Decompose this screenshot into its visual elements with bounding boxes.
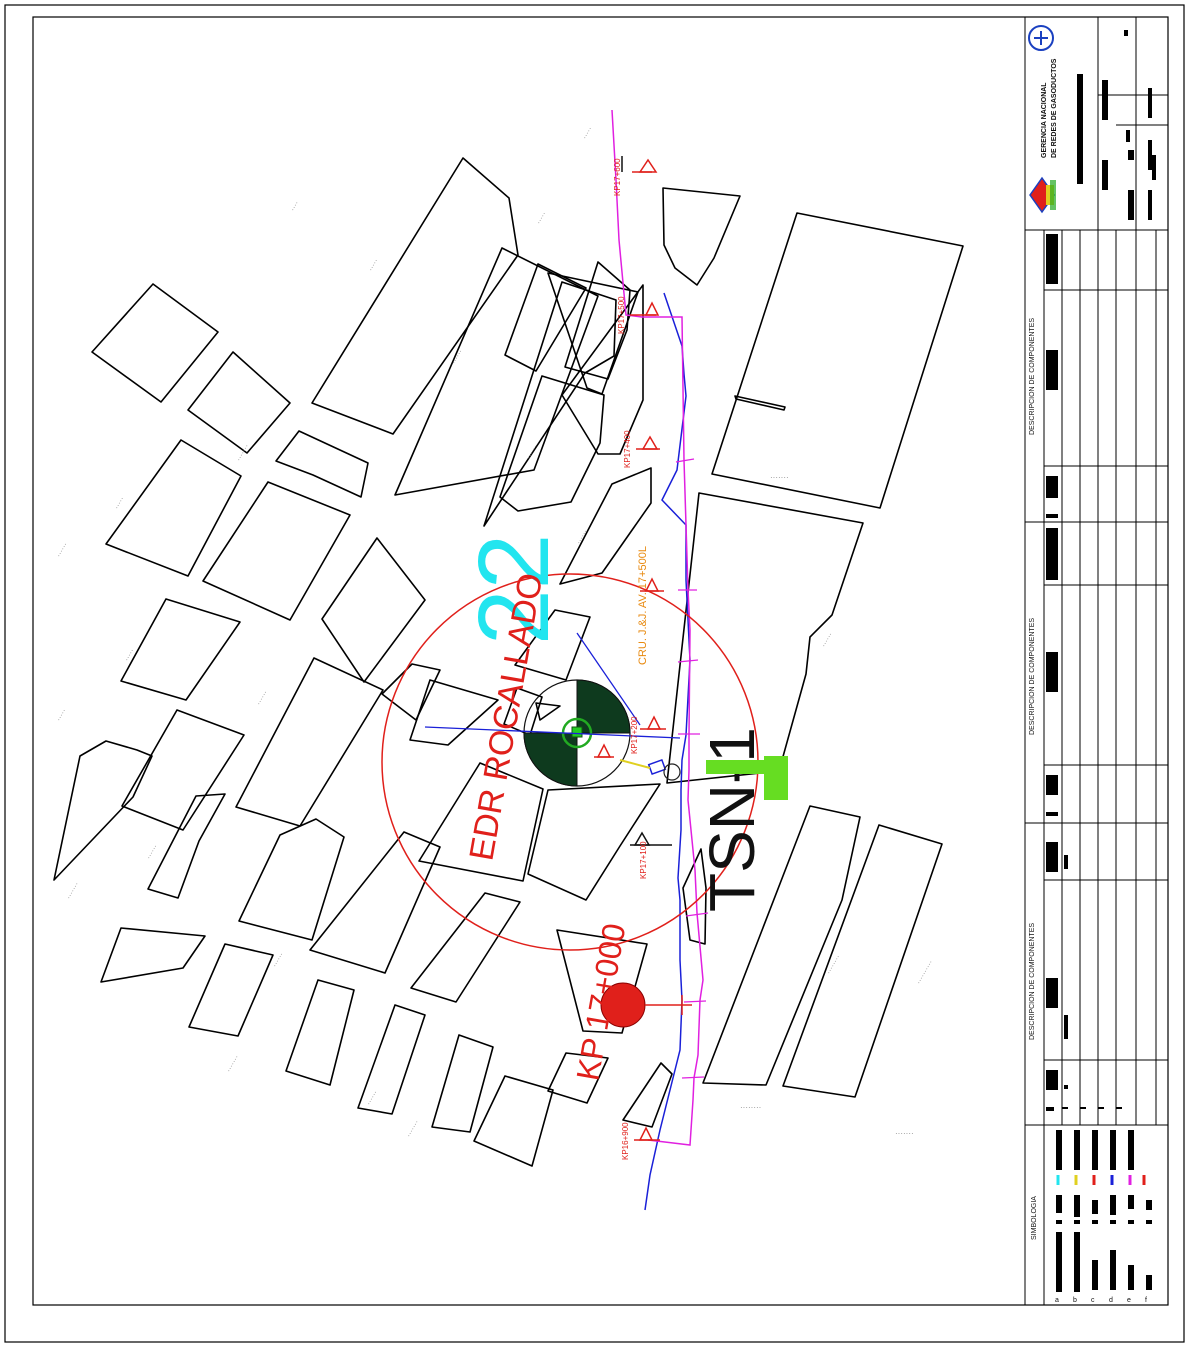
kp-label: KP17+500 bbox=[617, 296, 626, 334]
kp-label: KP17+200 bbox=[630, 716, 639, 754]
magenta-ticks bbox=[675, 458, 709, 1079]
kp-label: KP17+400 bbox=[623, 430, 632, 468]
site-sectors bbox=[523, 679, 631, 787]
org-logo-icon bbox=[1028, 25, 1054, 51]
kp-marker-6: KP17+100 bbox=[630, 831, 672, 879]
kp-label: KP16+900 bbox=[621, 1122, 630, 1160]
desc-header-1: DESCRIPCION DE COMPONENTES bbox=[1029, 318, 1036, 435]
svg-text:··········: ·········· bbox=[914, 958, 935, 986]
blue-branch-2 bbox=[576, 632, 641, 726]
desc-header-2: DESCRIPCION DE COMPONENTES bbox=[1029, 618, 1036, 735]
crossing-label: CRU. J.&J. AV. 17+500L bbox=[637, 546, 649, 665]
svg-text:·····: ····· bbox=[580, 125, 594, 141]
svg-text:·······: ······· bbox=[64, 880, 81, 901]
svg-text:a: a bbox=[1055, 1297, 1059, 1304]
svg-text:e: e bbox=[1127, 1297, 1131, 1304]
svg-text:d: d bbox=[1109, 1297, 1113, 1304]
svg-text:·······: ······· bbox=[770, 473, 789, 482]
city-blocks bbox=[53, 157, 964, 1167]
kp-marker-1: KP17+600 bbox=[613, 156, 658, 196]
desc-header-3: DESCRIPCION DE COMPONENTES bbox=[1029, 923, 1036, 1040]
sheet-border bbox=[4, 4, 1185, 1343]
drawing-frame bbox=[32, 16, 1169, 1306]
svg-text:······: ······ bbox=[254, 689, 270, 707]
title-block bbox=[1024, 17, 1168, 1305]
svg-text:········: ········ bbox=[824, 953, 842, 976]
blue-pipeline bbox=[644, 292, 691, 1211]
legend-letters: a b c d e f bbox=[1055, 1297, 1147, 1304]
station-core bbox=[571, 726, 583, 738]
svg-text:·····: ····· bbox=[112, 495, 126, 511]
kp-label: KP17+600 bbox=[613, 158, 622, 196]
svg-text:·····: ····· bbox=[534, 210, 548, 226]
legend-header: SIMBOLOGIA bbox=[1031, 1196, 1038, 1240]
svg-text:······: ······ bbox=[364, 1089, 380, 1107]
redaction-bars bbox=[1046, 30, 1156, 1111]
kp-marker-2: KP17+500 bbox=[617, 296, 660, 334]
big-number-label: 22 bbox=[458, 534, 570, 645]
org-line2: DE REDES DE GASODUCTOS bbox=[1051, 58, 1058, 158]
svg-text:····: ···· bbox=[288, 199, 301, 213]
svg-text:·····: ····· bbox=[54, 707, 68, 723]
blue-branch-1 bbox=[424, 726, 681, 739]
svg-text:c: c bbox=[1091, 1297, 1095, 1304]
svg-text:b: b bbox=[1073, 1297, 1077, 1304]
gas-network-logo-icon bbox=[1029, 176, 1056, 214]
kp-label: KP17+100 bbox=[639, 841, 648, 879]
svg-text:·····: ····· bbox=[122, 647, 136, 663]
kp-marker-3: KP17+400 bbox=[623, 430, 660, 468]
svg-text:·······: ······· bbox=[404, 1118, 421, 1139]
svg-text:·······: ······· bbox=[224, 1053, 241, 1074]
svg-text:······: ······ bbox=[54, 541, 70, 559]
line-code-highlight bbox=[764, 756, 788, 800]
valve-symbol bbox=[647, 758, 667, 776]
svg-text:f: f bbox=[1145, 1297, 1147, 1304]
svg-text:······: ······ bbox=[144, 843, 160, 861]
valve-circle bbox=[663, 763, 681, 781]
kp-marker-4 bbox=[640, 577, 664, 592]
svg-text:······: ······ bbox=[270, 951, 286, 969]
legend-symbols bbox=[1056, 1130, 1152, 1292]
org-line1: GERENCIA NACIONAL bbox=[1041, 82, 1048, 158]
kp-marker-5: KP17+200 bbox=[594, 715, 666, 758]
line-code-label: TSN-1 bbox=[696, 727, 768, 912]
svg-text:······: ······ bbox=[819, 631, 835, 649]
svg-text:·····: ····· bbox=[366, 257, 380, 273]
kp-marker-7: KP16+900 bbox=[621, 1122, 660, 1160]
svg-text:·······: ······· bbox=[895, 1129, 914, 1138]
svg-text:········: ········ bbox=[740, 1103, 761, 1112]
